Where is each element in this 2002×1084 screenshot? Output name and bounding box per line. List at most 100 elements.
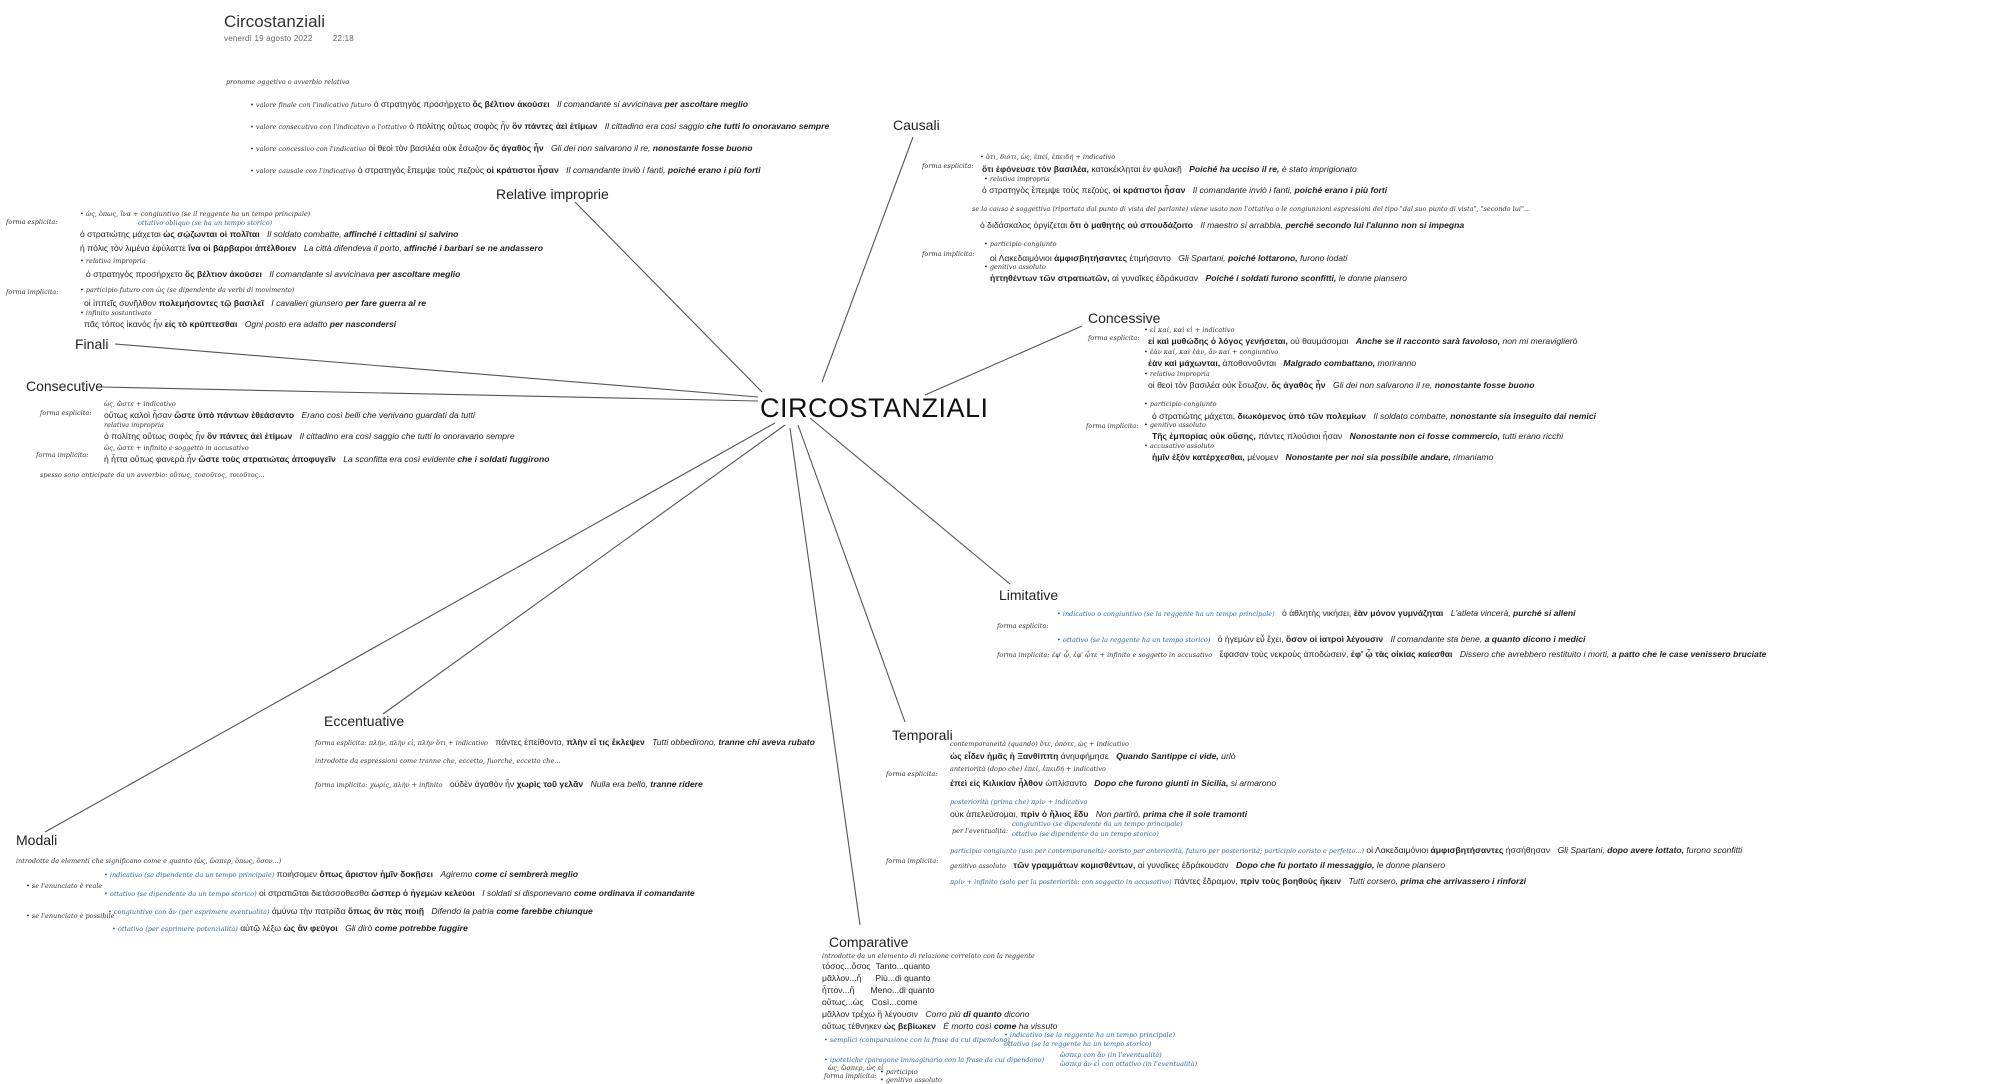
link-consecutive <box>99 386 759 402</box>
link-concessive <box>924 325 1083 396</box>
consecutive-imp-line-1: ἡ ἧττα οὕτως φανερὰ ἦν ὥστε τοὺς στρατιώ… <box>104 454 550 464</box>
modali-reale-item-3: • congiuntivo con ἄν (per esprimere even… <box>108 906 593 916</box>
causali-soggettiva-line: ὁ διδάσκαλος ὀργίζεται ὅτι ὁ μαθητὴς οὐ … <box>980 220 1465 230</box>
concessive-esp-line-3: οἱ θεοὶ τὸν βασιλέα οὐκ ἔσωζον, ὅς ἀγαθὸ… <box>1148 380 1535 390</box>
consecutive-imp-note: ὡς, ὥστε + infinito e soggetto in accusa… <box>104 444 249 452</box>
link-eccentuative <box>382 424 786 715</box>
limitative-esp-item-2: • ottativo (se la reggente ha un tempo s… <box>1057 634 1586 644</box>
limitative-esp-item-1: • indicativo o congiuntivo (se la reggen… <box>1057 608 1576 618</box>
page-title: Circostanziali <box>224 12 326 31</box>
temporali-imp-1: participio congiunto (uso per contempora… <box>950 845 1743 855</box>
branch-modali: Modali <box>16 832 58 848</box>
limitative-implicita: forma implicita: ἐφ' ᾧ, ἐφ' ᾧτε + infini… <box>997 649 1767 659</box>
temporali-ex-1: ὡς εἶδεν ἡμᾶς ἡ Ξανθίππη ἀνηυφήμησε Quan… <box>950 751 1236 761</box>
temporali-imp-2: genitivo assoluto τῶν γραμμάτων κομισθέν… <box>950 860 1446 870</box>
concessive-esp-line-1: εἰ καὶ μυθώδης ὁ λόγος γενήσεται, οὐ θαυ… <box>1148 336 1578 346</box>
concessive-esp-line-2: ἐὰν καὶ μάχωνται, ἀποθανοῦνται Malgrado … <box>1148 358 1417 368</box>
comparative-imp-item-1: • participio <box>880 1068 918 1076</box>
link-finali <box>114 343 759 398</box>
concessive-implicita-label: forma implicita: <box>1086 422 1139 430</box>
finali-imp-line-2: πᾶς τόπος ἱκανὸς ἦν εἰς τὸ κρύπτεσθαι Og… <box>84 319 397 329</box>
modali-reale-item-1: • indicativo (se dipendente da un tempo … <box>104 869 578 879</box>
temporali-eventualita-label: per l'eventualità: <box>952 827 1009 835</box>
branch-concessive: Concessive <box>1088 310 1161 326</box>
causali-imp-note-1: • participio congiunto <box>984 240 1057 248</box>
modali-reale-label: • se l'enunciato è reale <box>26 882 103 890</box>
link-comparative <box>789 427 861 926</box>
concessive-esplicita-label: forma esplicita: <box>1088 334 1140 342</box>
concessive-esp-note-1: • εἰ καί, καὶ εἰ + indicativo <box>1144 326 1235 334</box>
modali-possibile-item: • ottativo (per esprimere potenzialità) … <box>112 923 468 933</box>
temporali-eventualita-branch-1: congiuntivo (se dipendente da un tempo p… <box>1012 820 1183 828</box>
finali-esp-line-2: ἡ πόλις τὸν λιμένα ἐφύλαττε ἵνα οἱ βάρβα… <box>80 243 544 253</box>
causali-relativa-line: ὁ στρατηγὸς ἔπεμψε τοὺς πεζοὺς, οἱ κράτι… <box>982 185 1388 195</box>
branch-temporali: Temporali <box>892 727 953 743</box>
relative-line-1: • valore finale con l'indicativo futuro … <box>250 99 749 109</box>
eccentuative-esplicita: forma esplicita: πλήν, πλὴν εἰ, πλὴν ὅτι… <box>315 737 815 747</box>
comparative-ipotetiche-branch-1: ὥσπερ con ἄν (in l'eventualità) <box>1060 1051 1162 1059</box>
causali-imp-note-2: • genitivo assoluto <box>984 263 1046 271</box>
consecutive-footer: spesso sono anticipate da un avverbio: ο… <box>40 471 265 479</box>
concessive-imp-note-1: • participio congiunto <box>1144 400 1217 408</box>
concessive-imp-line-2: Τῆς ἐμπορίας οὐκ οὔσης, πάντες πλούσιοι … <box>1152 431 1564 441</box>
link-relative <box>574 201 763 393</box>
modali-intro: introdotte da elementi che significano c… <box>16 857 282 865</box>
branch-causali: Causali <box>893 117 940 133</box>
page-date: venerdì 19 agosto 2022 22:18 <box>224 34 354 43</box>
finali-esp-line-1: ὁ στρατιώτης μάχεται ὡς σῴζωνται οἱ πολῖ… <box>80 229 459 239</box>
temporali-imp-3: πρίν + infinito (solo per la posteriorit… <box>950 876 1527 886</box>
comparative-reali-branch-2: ottativo (se la reggente ha un tempo sto… <box>1004 1040 1152 1048</box>
comparative-reali-label: • semplici (comparazione con la frase da… <box>824 1036 1010 1044</box>
eccentuative-implicita: forma implicita: χωρίς, πλήν + infinito … <box>315 779 703 789</box>
causali-esplicita-label: forma esplicita: <box>922 162 974 170</box>
consecutive-esp-note-2: relativa impropria <box>104 421 164 429</box>
concessive-imp-note-3: • accusativo assoluto <box>1144 442 1215 450</box>
branch-comparative: Comparative <box>829 934 909 950</box>
consecutive-esp-note-1: ὡς, ὥστε + indicativo <box>104 400 176 408</box>
relative-intro: pronome oggetivo o avverbio relativo <box>226 78 350 86</box>
causali-esp-line: ὅτι ἐφόνευσε τὸν βασιλέα, κατακέκλῃται ἐ… <box>982 164 1357 174</box>
comparative-leggi: ὡς, ὥσπερ, ὡς εἰ <box>828 1064 884 1072</box>
temporali-post-note: posteriorità (prima che) πρίν + indicati… <box>950 798 1088 806</box>
link-causali <box>821 136 914 383</box>
branch-relative-improprie: Relative improprie <box>496 186 609 202</box>
relative-line-2: • valore consecutivo con l'indicativo o … <box>250 121 830 131</box>
temporali-ant-note: anteriorità (dopo che) ἐπεί, ἐπειδή + in… <box>950 765 1106 773</box>
comparative-imp-item-2: • genitivo assoluto <box>880 1076 942 1084</box>
modali-reale-item-2: • ottativo (se dipendente da un tempo st… <box>104 888 695 898</box>
finali-esp-note-2: ottativo obliquo (se ha un tempo storico… <box>138 219 273 227</box>
page-date-time: 22:18 <box>332 34 354 43</box>
limitative-esplicita-label: forma esplicita: <box>997 622 1049 630</box>
branch-eccentuative: Eccentuative <box>324 713 405 729</box>
concessive-imp-note-2: • genitivo assoluto <box>1144 421 1206 429</box>
finali-relativa-line: ὁ στρατηγὸς προσήρχετο ὅς βέλτιον ἀκούσε… <box>86 269 461 279</box>
comparative-ipotetiche-branch-2: ὥσπερ ἂν εἰ con ottativo (in l'eventuali… <box>1060 1060 1198 1068</box>
branch-finali: Finali <box>75 336 109 352</box>
finali-imp-note-2: • infinito sostantivato <box>80 309 152 317</box>
causali-imp-line-1: οἱ Λακεδαιμόνιοι ἀμφισβητήσαντες ἐτιμήσα… <box>990 253 1348 263</box>
branch-consecutive: Consecutive <box>26 378 104 394</box>
consecutive-implicita-label: forma implicita: <box>36 451 89 459</box>
finali-imp-note-1: • participio futuro con ὡς (se dipendent… <box>80 286 295 294</box>
causali-esp-note: • ὅτι, διότι, ὡς, ἐπεί, ἐπειδή + indicat… <box>980 153 1116 161</box>
concessive-esp-note-3: • relativa impropria <box>1144 370 1210 378</box>
link-modali <box>44 422 776 833</box>
finali-esplicita-label: forma esplicita: <box>6 218 58 226</box>
finali-implicita-label: forma implicita: <box>6 288 59 296</box>
eccentuative-middle: introdotte da espressioni come tranne ch… <box>315 757 561 765</box>
mindmap-center: CIRCOSTANZIALI <box>760 393 989 423</box>
temporali-implicita-label: forma implicita: <box>886 857 939 865</box>
consecutive-esp-line-1: οὕτως καλοὶ ἦσαν ὥστε ὑπὸ πάντων ἐθεάσαν… <box>104 410 475 420</box>
relative-line-3: • valore concessivo con l'indicativo οἱ … <box>250 143 753 153</box>
finali-relativa-note: • relativa impropria <box>80 257 146 265</box>
finali-esp-note-1: • ὡς, ὅπως, ἵνα + congiuntivo (se il reg… <box>80 210 311 218</box>
link-limitative <box>809 417 1011 585</box>
relative-line-4: • valore causale con l'indicativo ὁ στρα… <box>250 165 761 175</box>
concessive-imp-line-3: ἡμῖν ἐξὸν κατέρχεσθαι, μένομεν Nonostant… <box>1152 452 1494 462</box>
comparative-implicita-label: forma implicita: <box>824 1072 877 1080</box>
